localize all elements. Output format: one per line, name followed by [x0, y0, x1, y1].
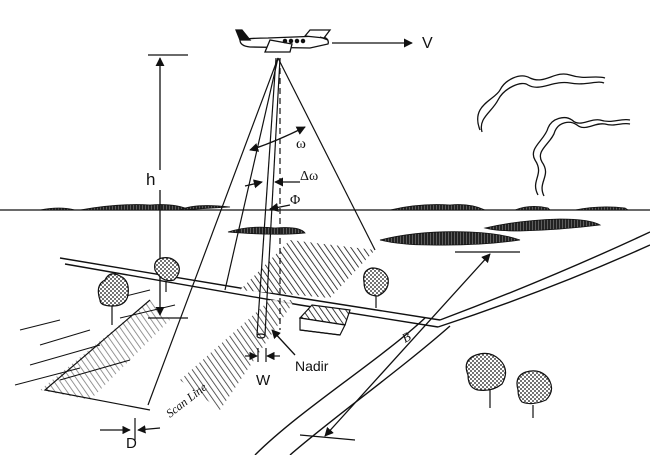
velocity-label: V — [422, 35, 433, 52]
horizon-shapes — [39, 204, 630, 246]
swath-arrow — [324, 253, 491, 437]
tree-icon — [516, 370, 553, 418]
look-angle-label: Φ — [290, 193, 300, 208]
swath-hatch-lower — [180, 300, 295, 410]
tree-icon — [363, 267, 389, 308]
cell-width-label: W — [256, 372, 271, 389]
field-dashes — [14, 289, 176, 386]
tree-icon — [154, 257, 180, 292]
smoke-plumes — [477, 73, 631, 197]
swath-label: B — [399, 329, 413, 346]
scan-line-label: Scan Line — [163, 380, 210, 421]
height-label: h — [146, 170, 155, 189]
scan-angle-label: ω — [296, 136, 306, 152]
offset-label: D — [126, 435, 137, 452]
offset-markers — [100, 418, 161, 440]
ifov-angle-label: Δω — [300, 169, 318, 184]
swath-hatch-left — [40, 300, 170, 400]
scan-angle-arc — [249, 126, 306, 152]
scan-cone — [43, 57, 376, 411]
airplane-icon — [235, 29, 332, 53]
tree-icon — [97, 273, 129, 325]
ifov-arrow-left — [244, 179, 263, 189]
look-angle-arrow — [269, 202, 291, 212]
ifov-beam — [256, 57, 281, 339]
house-icon — [298, 304, 351, 336]
nadir-label: Nadir — [295, 358, 329, 374]
width-markers — [245, 348, 280, 362]
swath-tick-bottom — [299, 434, 356, 441]
nadir-arrow — [271, 329, 296, 356]
tree-icon — [465, 352, 507, 408]
